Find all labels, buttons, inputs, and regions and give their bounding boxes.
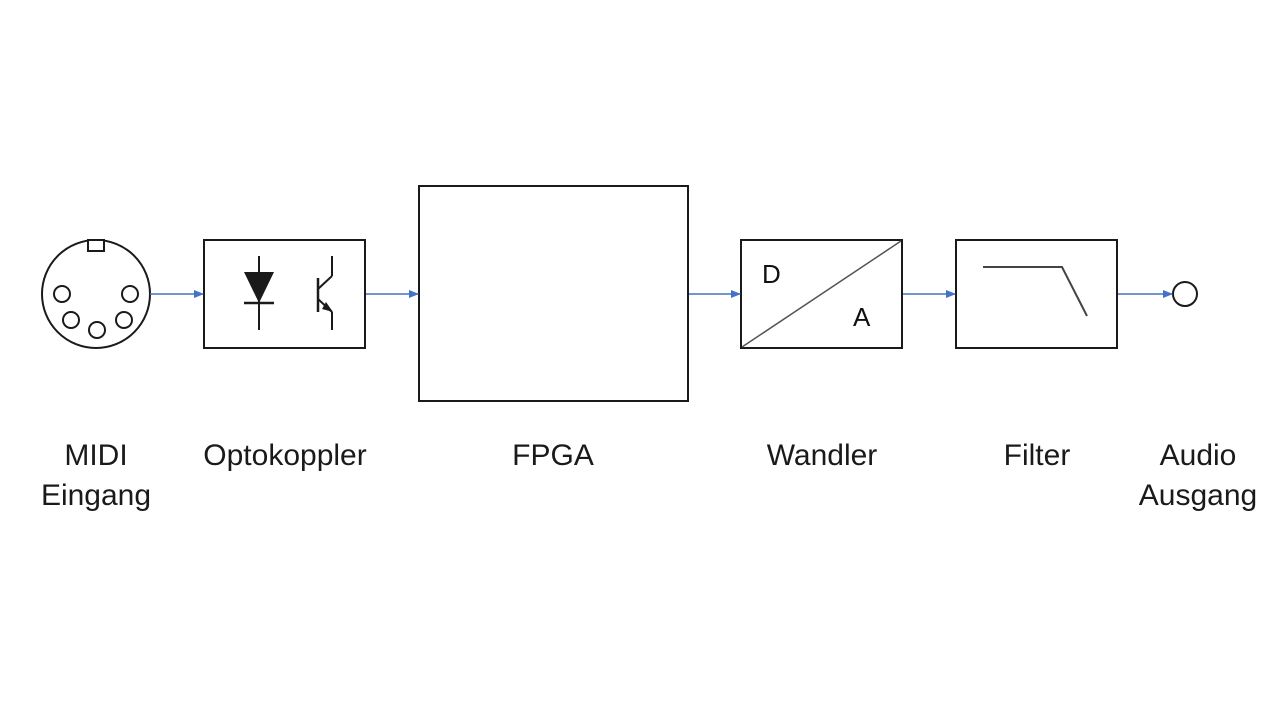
diode-icon — [244, 256, 274, 330]
caption-midi-input: MIDI Eingang — [36, 436, 156, 516]
phototransistor-icon — [316, 256, 333, 330]
fpga-block — [418, 185, 689, 402]
caption-line: Filter — [1003, 439, 1071, 472]
caption-line: Ausgang — [1138, 479, 1258, 512]
caption-converter: Wandler — [752, 436, 892, 476]
midi-connector-icon — [41, 239, 151, 349]
caption-audio-output: Audio Ausgang — [1133, 436, 1263, 516]
caption-line: Wandler — [766, 439, 878, 472]
caption-optocoupler: Optokoppler — [184, 436, 386, 476]
caption-filter: Filter — [977, 436, 1097, 476]
caption-fpga: FPGA — [493, 436, 613, 476]
dac-label-d: D — [762, 259, 781, 289]
audio-output-jack-icon — [1172, 281, 1198, 307]
optocoupler-block — [203, 239, 366, 349]
caption-line: MIDI — [64, 439, 128, 472]
dac-block: D A — [740, 239, 903, 349]
caption-line: Eingang — [40, 479, 152, 512]
caption-line: Audio — [1159, 439, 1237, 472]
caption-line: Optokoppler — [203, 439, 367, 472]
lowpass-curve-icon — [983, 266, 1088, 317]
filter-block — [955, 239, 1118, 349]
dac-label-a: A — [853, 302, 871, 332]
caption-line: FPGA — [512, 439, 594, 472]
